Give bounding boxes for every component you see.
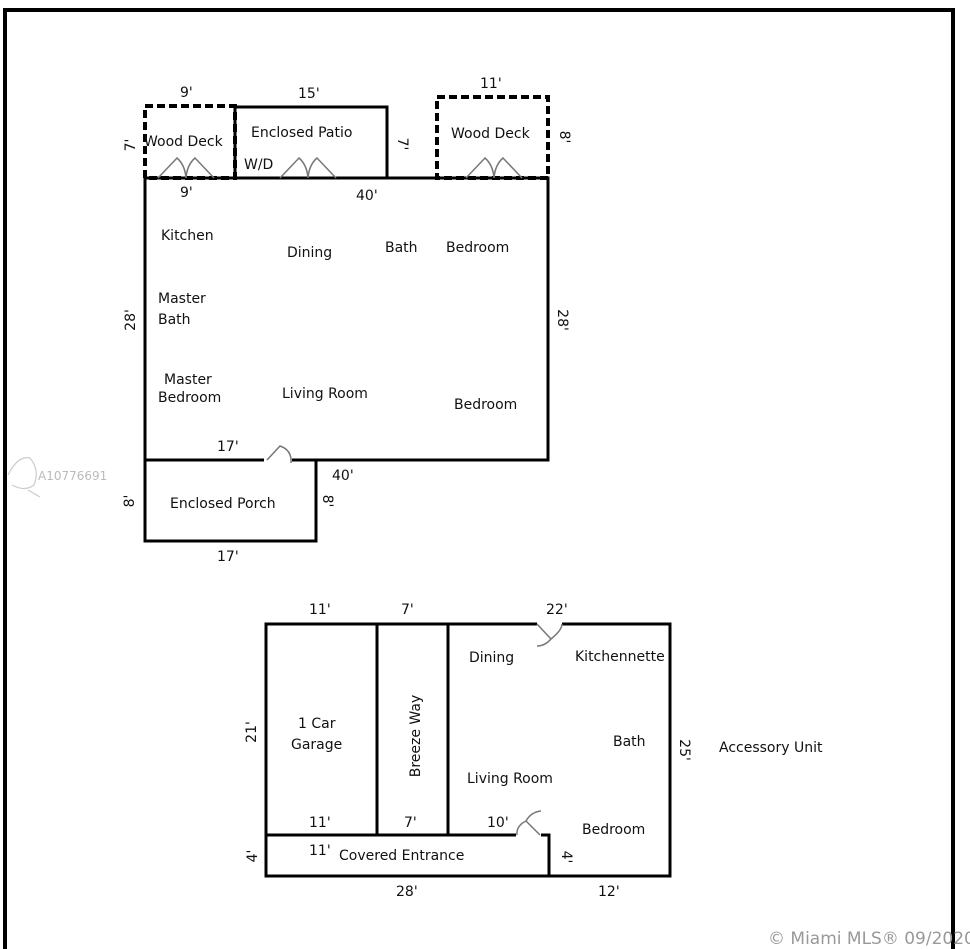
listing-id: A10776691 bbox=[38, 469, 107, 483]
main-house: 9' 7' Wood Deck 9' 15' Enclosed Patio W/… bbox=[122, 76, 572, 565]
room-label: Bedroom bbox=[454, 397, 517, 413]
dim-label: 15' bbox=[298, 86, 320, 102]
door-icon bbox=[516, 810, 542, 836]
dim-label: 12' bbox=[598, 884, 620, 900]
covered-entrance bbox=[264, 833, 551, 878]
dim-label: 21' bbox=[244, 721, 260, 743]
room-label: Bath bbox=[158, 312, 191, 328]
door-icon bbox=[536, 623, 563, 647]
room-label: Enclosed Patio bbox=[251, 125, 352, 141]
accessory-unit-label: Accessory Unit bbox=[719, 740, 823, 756]
dim-label: 11' bbox=[480, 76, 502, 92]
room-label: Living Room bbox=[467, 771, 553, 787]
dim-label: 7' bbox=[123, 139, 139, 152]
enclosed-patio bbox=[233, 105, 389, 178]
room-label: Bedroom bbox=[158, 390, 221, 406]
room-label: Dining bbox=[287, 245, 332, 261]
room-label: Wood Deck bbox=[144, 134, 224, 150]
dim-label: 8' bbox=[319, 495, 335, 508]
copyright-text: © Miami MLS® 09/2020 bbox=[768, 929, 970, 949]
french-door-icon bbox=[157, 156, 215, 179]
room-label: Bath bbox=[385, 240, 418, 256]
room-label: Master bbox=[164, 372, 212, 388]
room-label: Wood Deck bbox=[451, 126, 531, 142]
dim-label: 4' bbox=[558, 851, 574, 864]
wood-deck-right bbox=[435, 95, 550, 180]
dim-label: 40' bbox=[332, 468, 354, 484]
dim-label: 28' bbox=[396, 884, 418, 900]
mls-watermark: A10776691 bbox=[7, 457, 107, 498]
main-house-outline bbox=[143, 176, 550, 462]
dim-label: 10' bbox=[487, 815, 509, 831]
room-label: Covered Entrance bbox=[339, 848, 464, 864]
dim-label: 7' bbox=[394, 138, 410, 151]
dim-label: 9' bbox=[180, 185, 193, 201]
dim-label: 40' bbox=[356, 188, 378, 204]
room-label: 1 Car bbox=[298, 716, 336, 732]
room-label: Bedroom bbox=[582, 822, 645, 838]
french-door-icon bbox=[279, 156, 337, 179]
room-label: Master bbox=[158, 291, 206, 307]
room-label: Enclosed Porch bbox=[170, 496, 276, 512]
dim-label: 11' bbox=[309, 602, 331, 618]
dim-label: 11' bbox=[309, 843, 331, 859]
room-label: Breeze Way bbox=[408, 695, 424, 778]
french-door-icon bbox=[465, 156, 523, 179]
room-label: Kitchennette bbox=[575, 649, 665, 665]
room-label: Garage bbox=[291, 737, 342, 753]
dim-label: 7' bbox=[404, 815, 417, 831]
enclosed-porch bbox=[143, 458, 318, 543]
dim-label: 9' bbox=[180, 85, 193, 101]
room-label: Bedroom bbox=[446, 240, 509, 256]
dim-label: 8' bbox=[122, 495, 138, 508]
dim-label: 7' bbox=[401, 602, 414, 618]
dim-label: 17' bbox=[217, 549, 239, 565]
room-label: Living Room bbox=[282, 386, 368, 402]
dim-label: 22' bbox=[546, 602, 568, 618]
dim-label: 25' bbox=[676, 739, 692, 761]
room-label: Dining bbox=[469, 650, 514, 666]
dim-label: 11' bbox=[309, 815, 331, 831]
dim-label: 17' bbox=[217, 439, 239, 455]
room-label: Kitchen bbox=[161, 228, 214, 244]
dim-label: 28' bbox=[554, 309, 570, 331]
frame-border bbox=[3, 8, 955, 949]
dim-label: 28' bbox=[123, 309, 139, 331]
dim-label: 4' bbox=[245, 850, 261, 863]
door-icon bbox=[266, 445, 292, 464]
dim-label: 8' bbox=[556, 131, 572, 144]
accessory-outline bbox=[264, 622, 672, 878]
room-label: W/D bbox=[244, 157, 273, 173]
watermark-logo-icon bbox=[7, 457, 41, 498]
accessory-structure: 11' 7' 22' 21' 1 Car Garage Breeze Way 1… bbox=[244, 602, 823, 900]
room-label: Bath bbox=[613, 734, 646, 750]
